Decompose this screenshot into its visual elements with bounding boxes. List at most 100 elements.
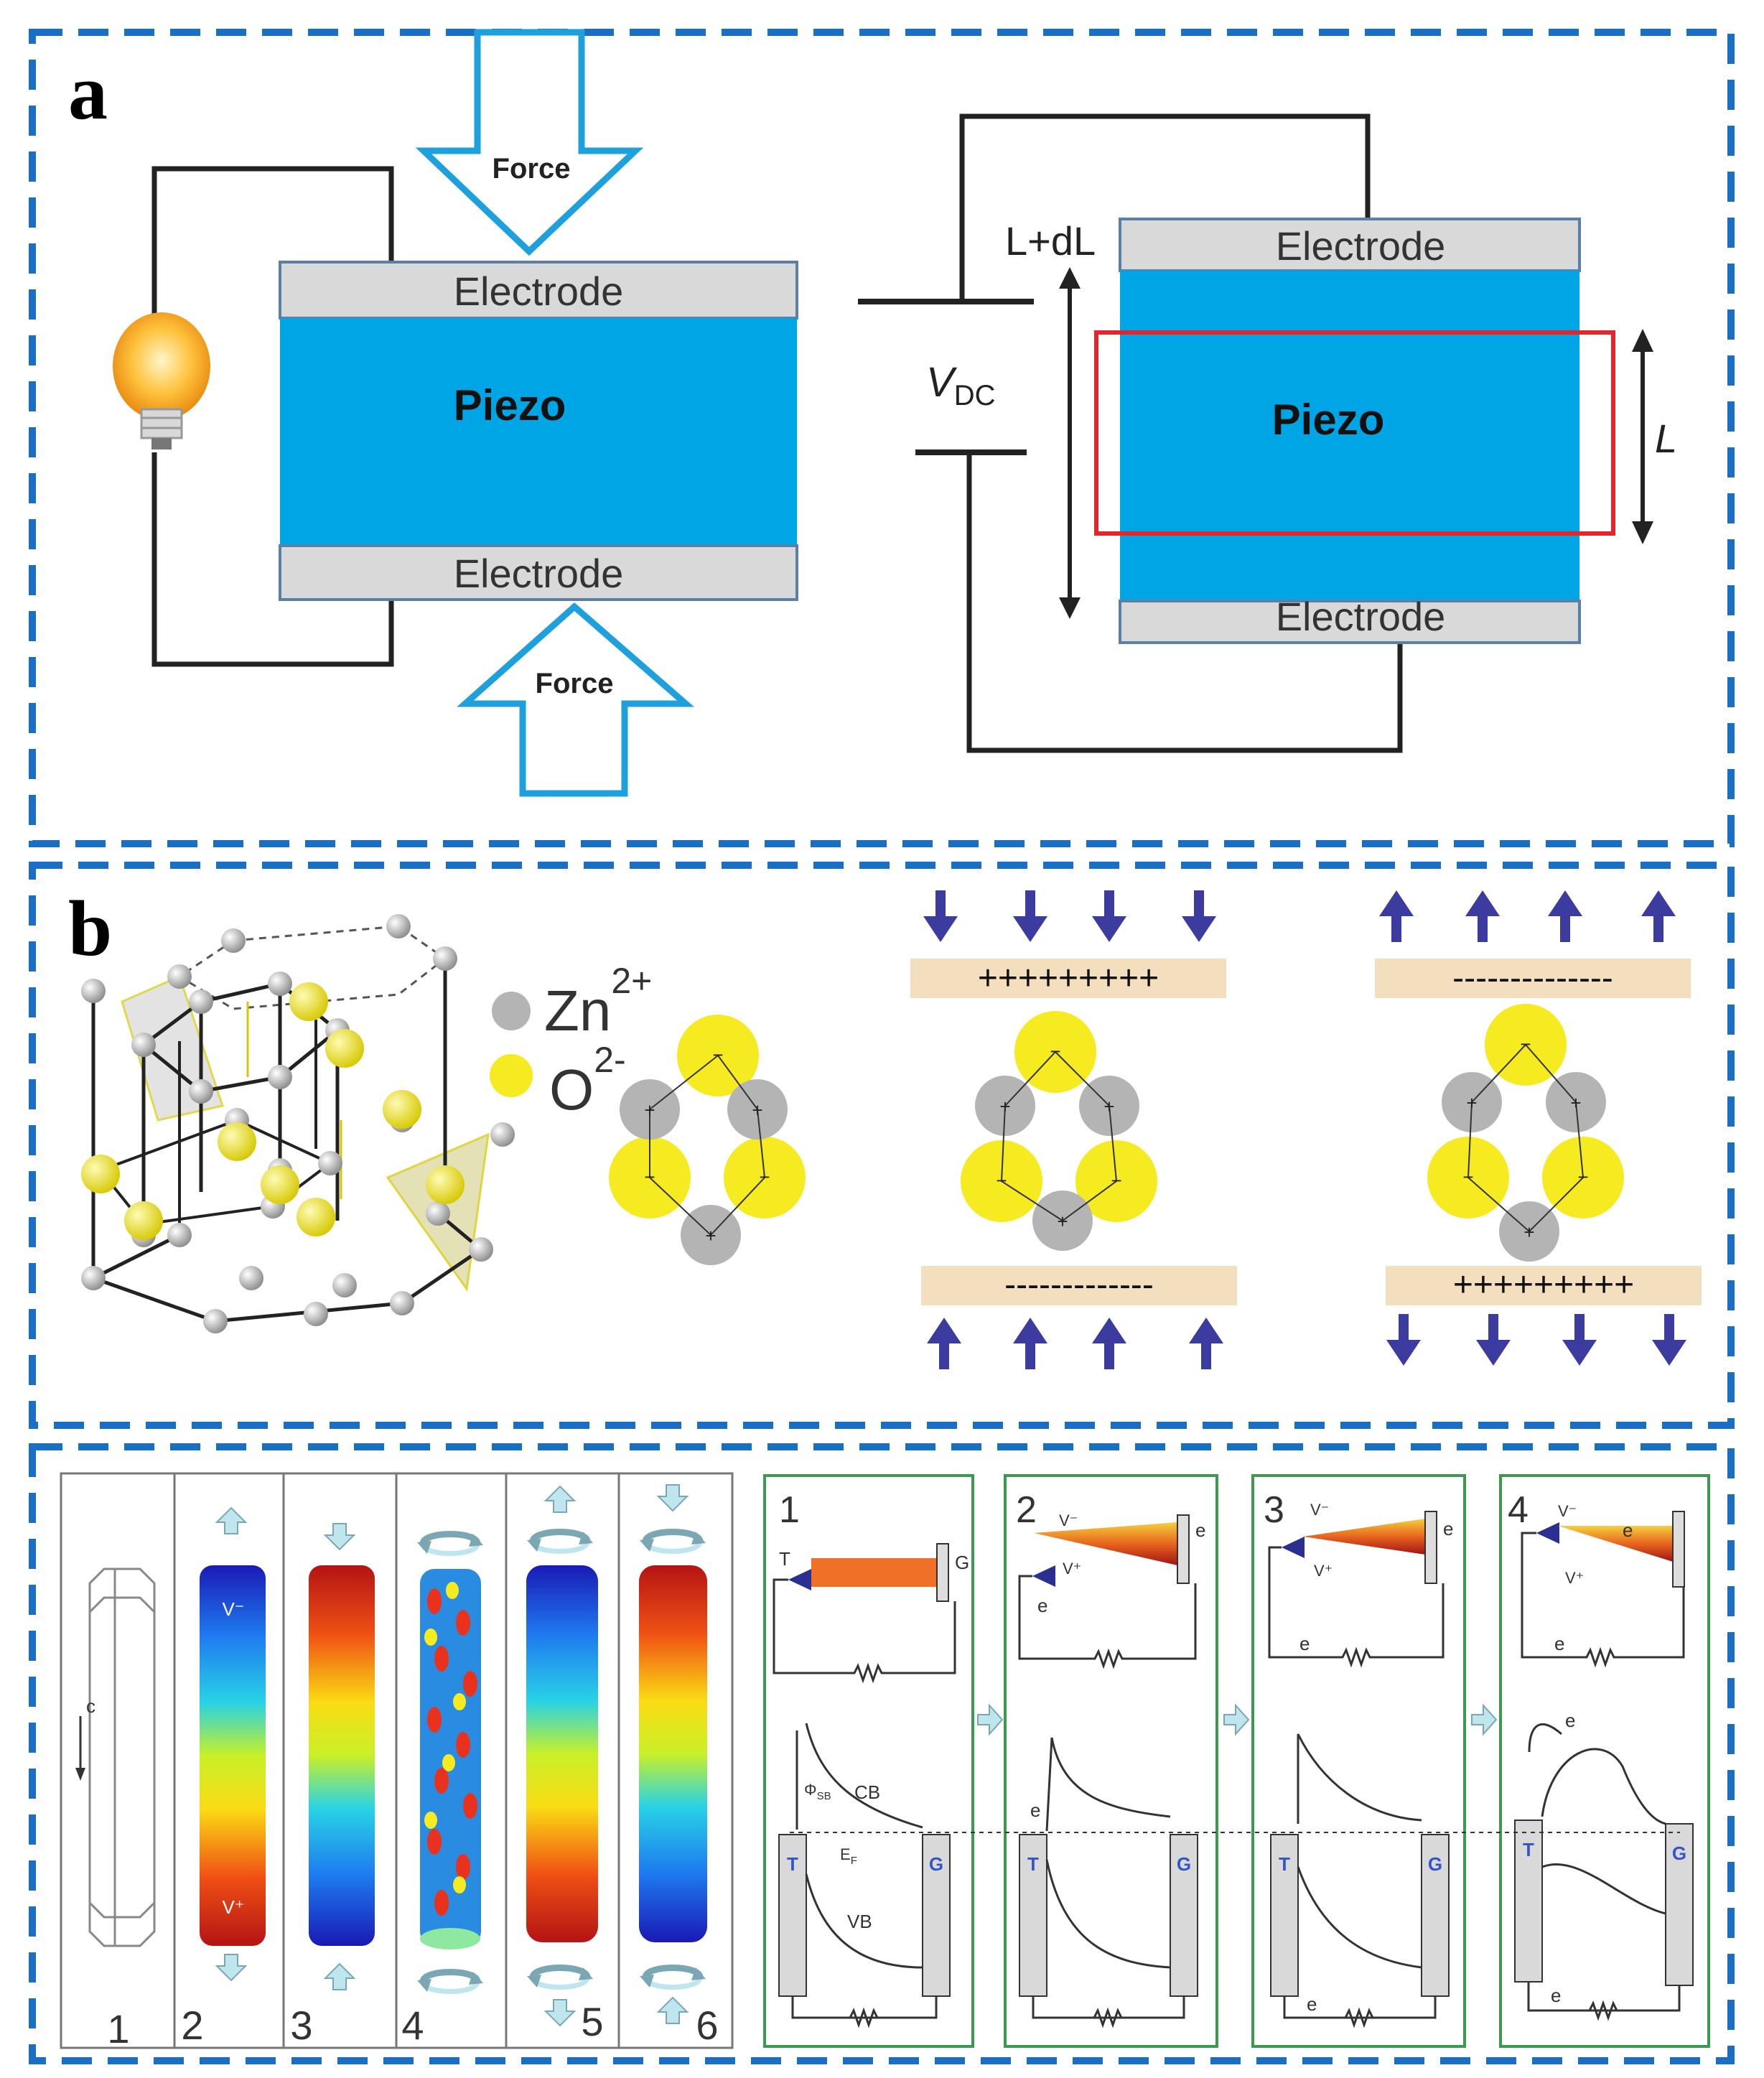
svg-text:e: e <box>1299 1633 1310 1654</box>
force-top-label: Force <box>493 153 571 185</box>
svg-text:V⁻: V⁻ <box>1059 1511 1078 1529</box>
nanowire-number-4: 4 <box>401 2003 424 2048</box>
o-legend-icon <box>490 1054 533 1097</box>
right-top-electrode <box>1119 218 1581 272</box>
svg-text:G: G <box>1672 1842 1686 1864</box>
nanowire-number-1: 1 <box>107 2006 129 2051</box>
c-axis-arrow <box>75 1716 85 1781</box>
svg-text:V⁺: V⁺ <box>1314 1562 1333 1580</box>
tension-arrows-top <box>1379 890 1676 942</box>
generator-stage-1: 1 T G T G CB VB EF ΦSB <box>763 1474 974 2048</box>
svg-text:+: + <box>1570 1092 1581 1114</box>
right-circuit-wire <box>959 113 1403 753</box>
svg-text:e: e <box>1037 1595 1047 1616</box>
zn-legend-label: Zn2+ <box>544 961 652 1043</box>
panel-b-frame <box>29 862 1735 1429</box>
svg-text:e: e <box>1623 1519 1633 1541</box>
panel-a-label: a <box>68 48 108 136</box>
generator-stage-4: 4 V⁻ V⁺ e e T G e e <box>1499 1474 1710 2048</box>
panel-c-frame <box>29 1443 1735 2064</box>
svg-text:−: − <box>1577 1166 1588 1188</box>
svg-text:−: − <box>1050 1040 1060 1062</box>
nanowire-outline <box>88 1567 156 1947</box>
svg-text:T: T <box>1027 1853 1039 1875</box>
svg-text:+: + <box>1466 1092 1477 1114</box>
svg-text:−: − <box>1111 1170 1121 1191</box>
svg-text:e: e <box>1195 1519 1205 1541</box>
svg-text:+: + <box>644 1099 655 1121</box>
svg-text:e: e <box>1554 1633 1564 1654</box>
svg-text:V⁺: V⁺ <box>1063 1560 1081 1578</box>
right-bottom-electrode <box>1119 600 1581 644</box>
stage-number-2: 2 <box>1016 1489 1037 1531</box>
nanowire-compression-field <box>309 1565 375 1946</box>
nanowire-number-2: 2 <box>181 2003 203 2048</box>
svg-text:V⁺: V⁺ <box>1565 1569 1584 1587</box>
stretched-top-plate <box>1375 959 1691 998</box>
zn-legend-icon <box>492 992 531 1030</box>
length-change-arrow <box>1059 267 1081 619</box>
svg-text:G: G <box>1177 1853 1191 1875</box>
nanowire-number-6: 6 <box>696 2003 718 2048</box>
svg-text:+: + <box>1523 1221 1534 1243</box>
vdc-label: VDC <box>926 359 995 411</box>
stretched-bottom-plate <box>1386 1266 1702 1305</box>
svg-text:−: − <box>712 1044 723 1066</box>
length-label: L <box>1655 416 1677 461</box>
o-legend-label: O2- <box>549 1040 626 1122</box>
svg-text:e: e <box>1307 1993 1317 2015</box>
svg-text:V⁻: V⁻ <box>1310 1501 1329 1519</box>
svg-text:CB: CB <box>854 1781 880 1803</box>
compressed-bottom-charge: ------------- <box>1004 1266 1154 1304</box>
force-arrow-bottom: Force <box>457 602 695 797</box>
tetrahedral-unit-compressed: + + + − − − <box>961 1011 1157 1251</box>
svg-text:+: + <box>705 1225 716 1247</box>
force-arrow-top: Force <box>415 29 644 256</box>
left-top-electrode-label: Electrode <box>454 269 624 314</box>
svg-text:+: + <box>1057 1211 1068 1232</box>
svg-text:T: T <box>787 1853 798 1875</box>
svg-text:T: T <box>1279 1853 1290 1875</box>
svg-text:−: − <box>759 1166 770 1188</box>
tetrahedral-unit-unstrained: + + + − − − <box>609 1015 806 1265</box>
v-plus-label: V⁺ <box>222 1896 244 1918</box>
svg-text:−: − <box>1462 1166 1473 1188</box>
svg-text:+: + <box>752 1099 762 1121</box>
nanowire-number-5: 5 <box>581 1999 603 2044</box>
right-top-electrode-label: Electrode <box>1276 223 1446 269</box>
wurtzite-crystal <box>81 914 515 1333</box>
stretched-top-charge: -------------- <box>1452 959 1613 997</box>
tension-arrows-bottom <box>1386 1314 1686 1366</box>
svg-text:T: T <box>1523 1839 1534 1860</box>
nanowire-torsion-field <box>420 1569 481 1949</box>
o-atom <box>81 982 465 1240</box>
nanowire-bending-field-1 <box>526 1565 598 1942</box>
length-arrow <box>1632 329 1653 544</box>
panel-a-frame <box>29 29 1735 847</box>
right-bottom-electrode-label: Electrode <box>1276 594 1446 639</box>
compressed-top-plate <box>910 959 1226 998</box>
svg-text:VB: VB <box>847 1911 872 1932</box>
svg-text:T: T <box>779 1548 790 1570</box>
dc-source-icon <box>858 299 1034 455</box>
nanowire-tension-field <box>200 1565 266 1946</box>
nanowire-number-3: 3 <box>290 2003 312 2048</box>
svg-text:G: G <box>955 1552 969 1573</box>
svg-text:e: e <box>1565 1710 1575 1731</box>
svg-text:+: + <box>999 1096 1010 1117</box>
svg-text:V⁻: V⁻ <box>1558 1502 1577 1520</box>
generator-stage-3: 3 V⁻ V⁺ e e T G e <box>1251 1474 1466 2048</box>
left-bottom-electrode-label: Electrode <box>454 551 624 596</box>
left-bottom-electrode <box>279 544 798 601</box>
stage-transition-arrows <box>977 1703 1498 1736</box>
svg-text:−: − <box>644 1166 655 1188</box>
stretched-bottom-charge: +++++++++ <box>1453 1266 1634 1304</box>
stage-number-1: 1 <box>779 1489 800 1531</box>
c-axis-label: c <box>86 1695 95 1717</box>
left-piezo-block <box>280 318 797 546</box>
compressed-top-charge: +++++++++ <box>978 959 1159 997</box>
light-bulb-icon <box>113 312 210 449</box>
left-circuit-wire <box>151 166 394 667</box>
compression-arrows-bottom <box>927 1318 1223 1369</box>
